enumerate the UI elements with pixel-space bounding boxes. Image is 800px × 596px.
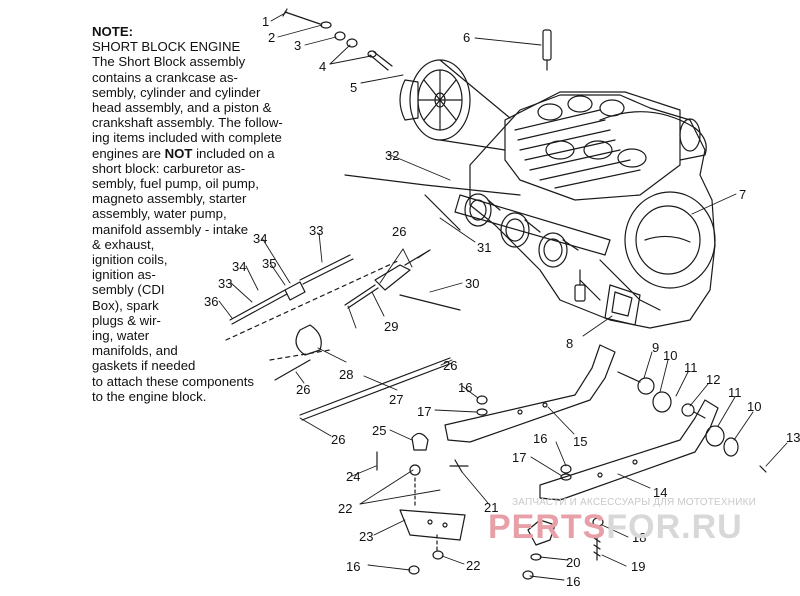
note-line: ignition coils,: [92, 252, 168, 268]
watermark-tagline: ЗАПЧАСТИ И АКСЕССУАРЫ ДЛЯ МОТОТЕХНИКИ: [512, 497, 757, 508]
note-line: manifolds, and: [92, 343, 178, 359]
callout: 16: [458, 380, 472, 395]
callout: 26: [392, 224, 406, 239]
mount-fasteners: [408, 395, 604, 580]
spark-plug: [542, 29, 552, 71]
callout: 33: [218, 276, 232, 291]
note-line: ing, water: [92, 328, 150, 344]
leader-lines: [218, 11, 788, 581]
note-line: plugs & wir-: [92, 312, 161, 328]
callout: 16: [346, 559, 360, 574]
note-line: short block: carburetor as-: [92, 160, 246, 176]
callout: 28: [339, 367, 353, 382]
callout: 16: [533, 431, 547, 446]
callout: 22: [466, 558, 480, 573]
callout: 29: [384, 319, 398, 334]
callout: 17: [512, 450, 526, 465]
note-line: head assembly, and a piston &: [92, 100, 272, 116]
note-line: ing items included with complete: [92, 130, 282, 146]
callout: 6: [463, 30, 470, 45]
callout: 8: [566, 336, 573, 351]
callout: 16: [566, 574, 580, 589]
callout: 5: [350, 80, 357, 95]
callout: 30: [465, 276, 479, 291]
callout: 21: [484, 500, 498, 515]
callout: 34: [253, 231, 267, 246]
callout: 33: [309, 223, 323, 238]
note-line: crankshaft assembly. The follow-: [92, 115, 283, 131]
callout: 25: [372, 423, 386, 438]
note-line: SHORT BLOCK ENGINE: [92, 39, 241, 55]
note-line: engines are NOT included on a: [92, 145, 275, 161]
note-line: sembly, cylinder and cylinder: [92, 84, 261, 100]
callout: 15: [573, 434, 587, 449]
note-line: gaskets if needed: [92, 358, 196, 374]
note-line: ignition as-: [92, 267, 156, 283]
note-line: to attach these components: [92, 373, 255, 389]
callout-labels: 1 2 3 4 5 6 7 8 9 10 11 12 11 10 13 14 1…: [204, 14, 800, 589]
watermark-logo: PERTSFOR.RU: [488, 508, 743, 546]
note-line: contains a crankcase as-: [92, 69, 238, 85]
engine-short-block: [454, 91, 716, 329]
callout: 26: [296, 382, 310, 397]
note-heading: NOTE:: [92, 24, 134, 39]
note-line: magneto assembly, starter: [92, 191, 247, 207]
note-line: & exhaust,: [92, 236, 155, 252]
note-line: The Short Block assembly: [92, 54, 246, 70]
callout: 11: [728, 385, 742, 400]
note-line: to the engine block.: [92, 388, 207, 404]
short-block-note: NOTE: SHORT BLOCK ENGINE The Short Block…: [92, 24, 292, 404]
note-emphasis-not: NOT: [164, 145, 193, 161]
note-line: assembly, water pump,: [92, 206, 227, 222]
callout: 20: [566, 555, 580, 570]
callout: 9: [652, 340, 659, 355]
engine-mount-plate-rear: [539, 399, 719, 501]
callout: 26: [443, 358, 457, 373]
callout: 27: [389, 392, 403, 407]
callout: 7: [739, 187, 746, 202]
callout: 36: [204, 294, 218, 309]
note-line: manifold assembly - intake: [92, 221, 249, 237]
note-line: Box), spark: [92, 297, 159, 313]
mount-hardware: [617, 371, 767, 473]
callout: 1: [262, 14, 269, 29]
callout: 23: [359, 529, 373, 544]
oil-line-assembly: [225, 174, 521, 421]
callout: 11: [684, 360, 698, 375]
callout: 10: [747, 399, 761, 414]
callout: 18: [632, 530, 646, 545]
note-line: sembly, fuel pump, oil pump,: [92, 176, 259, 192]
callout: 3: [294, 38, 301, 53]
callout: 2: [268, 30, 275, 45]
clutch-bolt-stack: [282, 8, 393, 71]
callout: 10: [663, 348, 677, 363]
callout: 19: [631, 559, 645, 574]
callout: 17: [417, 404, 431, 419]
drive-clutch: [399, 59, 511, 151]
callout: 22: [338, 501, 352, 516]
callout: 13: [786, 430, 800, 445]
callout: 14: [653, 485, 667, 500]
engine-mount-plate-front: [444, 344, 616, 443]
callout: 24: [346, 469, 360, 484]
callout: 12: [706, 372, 720, 387]
callout: 26: [331, 432, 345, 447]
callout: 32: [385, 148, 399, 163]
callout: 31: [477, 240, 491, 255]
exhaust-mount-parts: [376, 432, 469, 560]
callout: 34: [232, 259, 246, 274]
callout: 35: [262, 256, 276, 271]
callout: 4: [319, 59, 326, 74]
note-line: sembly (CDI: [92, 282, 165, 298]
